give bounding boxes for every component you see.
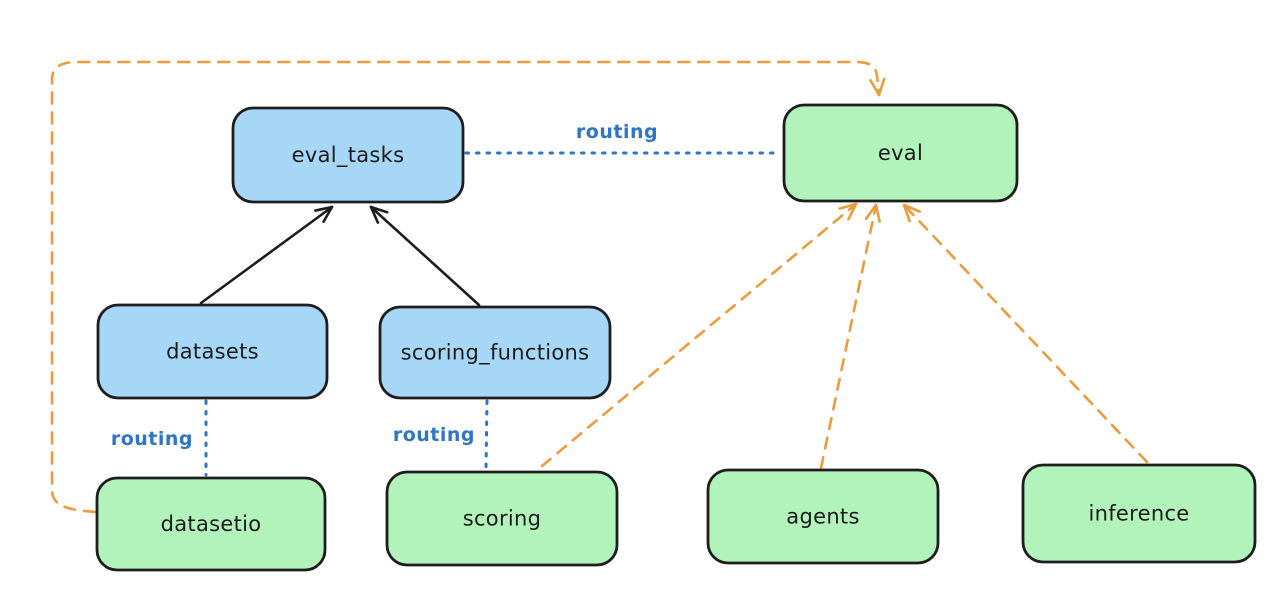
- node-box-eval: [782, 103, 1019, 203]
- edge-scoring-eval: [540, 202, 858, 468]
- node-label-datasetio: datasetio: [161, 512, 262, 536]
- edge-path: [819, 203, 878, 470]
- edge-scoring_functions-eval_tasks: [369, 205, 481, 307]
- edge-label-routing: routing: [576, 121, 658, 143]
- node-label-eval: eval: [878, 141, 923, 165]
- node-box-scoring_functions: [378, 305, 612, 400]
- edge-datasets-datasetio: routing: [111, 399, 208, 477]
- arrowhead-line: [838, 202, 858, 210]
- edge-label-routing: routing: [393, 424, 475, 446]
- node-label-scoring_functions: scoring_functions: [401, 341, 590, 366]
- edge-eval_tasks-eval: routing: [464, 121, 783, 155]
- node-label-eval_tasks: eval_tasks: [292, 143, 405, 168]
- arrowhead-line: [314, 205, 334, 212]
- edge-path: [484, 399, 489, 471]
- node-box-agents: [706, 468, 940, 565]
- arrowhead-line: [869, 78, 881, 97]
- arrowhead-line: [864, 203, 878, 221]
- arrowhead-line: [902, 203, 911, 223]
- node-eval: eval: [782, 103, 1019, 203]
- edge-path: [540, 202, 858, 468]
- arrowhead-line: [877, 77, 886, 97]
- edge-path: [50, 60, 881, 514]
- node-eval_tasks: eval_tasks: [231, 106, 465, 204]
- node-label-scoring: scoring: [463, 507, 542, 531]
- edge-datasetio-eval: [50, 60, 886, 514]
- edge-path: [199, 205, 334, 305]
- node-box-datasets: [96, 303, 329, 400]
- edge-path: [369, 205, 481, 307]
- node-scoring_functions: scoring_functions: [378, 305, 612, 400]
- node-label-agents: agents: [786, 505, 859, 529]
- node-box-datasetio: [95, 476, 327, 572]
- arrowhead-line: [322, 205, 334, 224]
- edge-scoring_functions-scoring: routing: [393, 399, 489, 471]
- node-box-eval_tasks: [231, 106, 465, 204]
- edge-label-routing: routing: [111, 428, 193, 450]
- node-agents: agents: [706, 468, 940, 565]
- arrowhead-line: [847, 202, 858, 221]
- arrowhead-line: [874, 203, 881, 223]
- arrowhead-line: [902, 203, 922, 213]
- edge-agents-eval: [819, 203, 881, 470]
- node-box-scoring: [385, 470, 619, 567]
- arrowhead-line: [369, 205, 389, 214]
- node-label-datasets: datasets: [166, 340, 259, 364]
- node-datasetio: datasetio: [95, 476, 327, 572]
- node-scoring: scoring: [385, 470, 619, 567]
- edge-datasets-eval_tasks: [199, 205, 334, 305]
- edge-path: [902, 203, 1149, 464]
- node-inference: inference: [1021, 463, 1257, 564]
- arrowhead-line: [369, 205, 380, 224]
- node-box-inference: [1021, 463, 1257, 564]
- edge-inference-eval: [902, 203, 1149, 464]
- node-label-inference: inference: [1088, 502, 1189, 526]
- node-datasets: datasets: [96, 303, 329, 400]
